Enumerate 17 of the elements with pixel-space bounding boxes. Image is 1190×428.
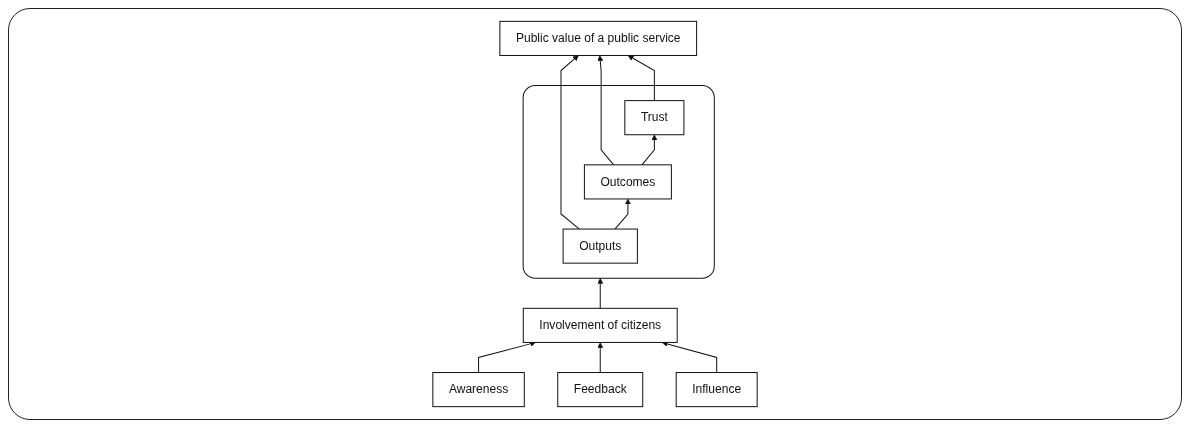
arrow: [627, 55, 655, 102]
node-box: Outcomes: [583, 164, 672, 200]
arrow: [597, 277, 604, 309]
arrow: [597, 342, 604, 374]
node-box: Awareness: [432, 372, 525, 408]
node-box: Trust: [624, 100, 685, 136]
arrow: [560, 55, 580, 230]
arrow: [661, 341, 718, 374]
cluster: [522, 85, 715, 279]
node-box: Feedback: [557, 372, 644, 408]
node-box: Public value of a public service: [499, 20, 698, 56]
node-box: Outputs: [562, 228, 638, 264]
node-box: Involvement of citizens: [522, 307, 678, 343]
arrow: [597, 55, 615, 166]
node-box: Influence: [675, 372, 758, 408]
arrow: [614, 198, 631, 230]
arrow: [641, 134, 658, 166]
